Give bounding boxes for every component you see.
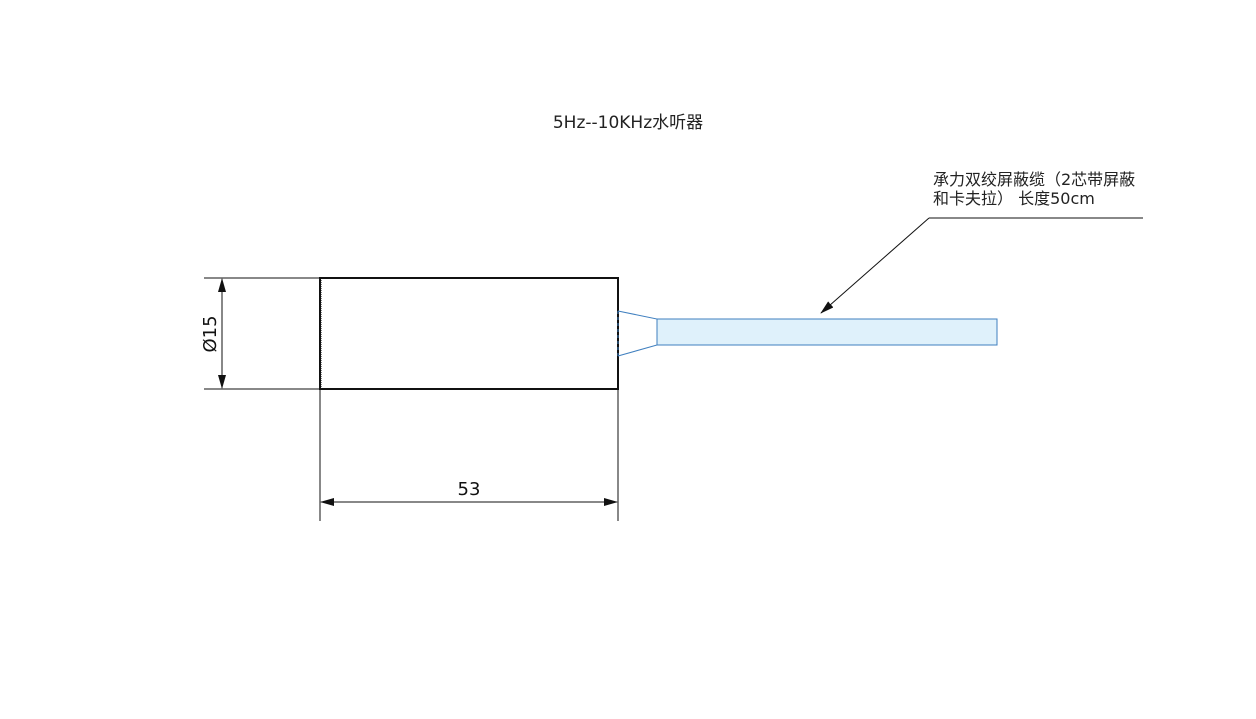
cable	[656, 318, 998, 346]
cable-note: 承力双绞屏蔽缆（2芯带屏蔽 和卡夫拉） 长度50cm	[933, 170, 1135, 208]
hydrophone-body	[319, 277, 619, 390]
cable-connector	[617, 310, 658, 357]
cable-note-line2: 和卡夫拉） 长度50cm	[933, 189, 1095, 208]
length-label: 53	[458, 479, 481, 500]
leader-arrow	[820, 217, 930, 314]
drawing-title: 5Hz--10KHz水听器	[552, 113, 704, 133]
cable-note-line1: 承力双绞屏蔽缆（2芯带屏蔽	[933, 170, 1136, 189]
diameter-label: Ø15	[200, 315, 221, 352]
